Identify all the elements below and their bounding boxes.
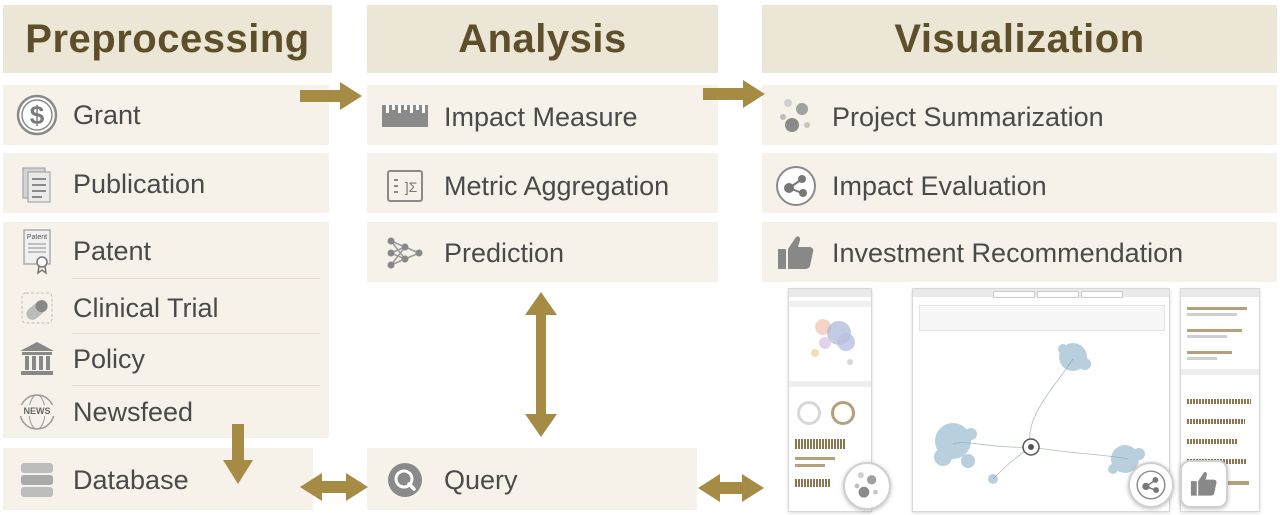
- dollar-icon: $: [15, 93, 59, 137]
- publication-box: [3, 153, 329, 213]
- thumbs-up-icon: [774, 231, 818, 275]
- ruler-icon: [380, 95, 430, 139]
- prediction-box: [367, 222, 718, 282]
- news-globe-icon: NEWS: [15, 390, 59, 434]
- arrow-database-query: [300, 473, 368, 501]
- prediction-row: Prediction: [380, 231, 564, 275]
- sources-divider-3: [72, 385, 320, 386]
- arrow-sources-to-database: [223, 424, 253, 484]
- grant-row: $ Grant: [15, 93, 141, 137]
- visualization-header: Visualization: [762, 5, 1277, 73]
- query-search-icon: [380, 458, 430, 502]
- patent-row: Patent Patent: [15, 229, 152, 275]
- arrow-analysis-to-visualization: [703, 80, 765, 108]
- arrow-query-visualization: [698, 474, 764, 502]
- sources-divider-2: [72, 333, 320, 334]
- sources-box: [3, 222, 329, 438]
- impact-view-panel-thumbnail: [912, 288, 1170, 512]
- impact-evaluation-box: [762, 153, 1277, 213]
- svg-text:Patent: Patent: [27, 234, 47, 241]
- newsfeed-label: Newsfeed: [73, 396, 194, 427]
- newsfeed-row: NEWS Newsfeed: [15, 390, 193, 434]
- sources-divider-1: [72, 278, 320, 279]
- query-row: Query: [380, 458, 518, 502]
- impact-measure-row: Impact Measure: [380, 95, 638, 139]
- arrow-preprocessing-to-analysis: [300, 82, 362, 110]
- metric-aggregation-box: [367, 153, 718, 213]
- pill-icon: [15, 286, 59, 330]
- patent-label: Patent: [73, 235, 152, 266]
- metric-aggregation-row: ]Σ Metric Aggregation: [380, 164, 669, 208]
- svg-text:NEWS: NEWS: [24, 406, 51, 416]
- investment-recommendation-badge: [1180, 460, 1228, 508]
- grant-label: Grant: [73, 99, 141, 130]
- document-icon: [15, 162, 59, 206]
- project-summarization-badge: [843, 462, 891, 510]
- preprocessing-header: Preprocessing: [3, 5, 332, 73]
- investment-recommendation-row: Investment Recommendation: [774, 231, 1183, 275]
- sigma-icon: ]Σ: [380, 164, 430, 208]
- svg-text:]Σ: ]Σ: [405, 179, 418, 195]
- investment-recommendation-label: Investment Recommendation: [832, 237, 1184, 268]
- publication-label: Publication: [73, 168, 206, 199]
- impact-evaluation-row: Impact Evaluation: [774, 164, 1047, 208]
- patent-icon: Patent: [15, 229, 59, 275]
- query-box: [367, 448, 697, 510]
- query-label: Query: [444, 464, 518, 495]
- project-summarization-box: [762, 85, 1277, 145]
- metric-aggregation-label: Metric Aggregation: [444, 170, 670, 201]
- database-icon: [15, 458, 59, 502]
- investment-recommendation-box: [762, 222, 1277, 282]
- prediction-label: Prediction: [444, 237, 565, 268]
- clinical-trial-row: Clinical Trial: [15, 286, 219, 330]
- project-summarization-label: Project Summarization: [832, 101, 1104, 132]
- grant-box: [3, 85, 329, 145]
- publication-row: Publication: [15, 162, 205, 206]
- project-summarization-row: Project Summarization: [774, 95, 1104, 139]
- impact-evaluation-label: Impact Evaluation: [832, 170, 1047, 201]
- database-box: [3, 448, 313, 510]
- arrow-prediction-query: [525, 292, 557, 437]
- bubbles-icon: [774, 95, 818, 139]
- impact-evaluation-badge: [1128, 462, 1174, 508]
- database-row: Database: [15, 458, 189, 502]
- database-label: Database: [73, 464, 189, 495]
- svg-text:$: $: [30, 100, 45, 130]
- policy-row: Policy: [15, 337, 145, 381]
- clinical-trial-label: Clinical Trial: [73, 292, 219, 323]
- analysis-header: Analysis: [367, 5, 718, 73]
- impact-network-icon: [774, 164, 818, 208]
- government-building-icon: [15, 337, 59, 381]
- policy-label: Policy: [73, 343, 146, 374]
- neural-network-icon: [380, 231, 430, 275]
- impact-measure-label: Impact Measure: [444, 101, 638, 132]
